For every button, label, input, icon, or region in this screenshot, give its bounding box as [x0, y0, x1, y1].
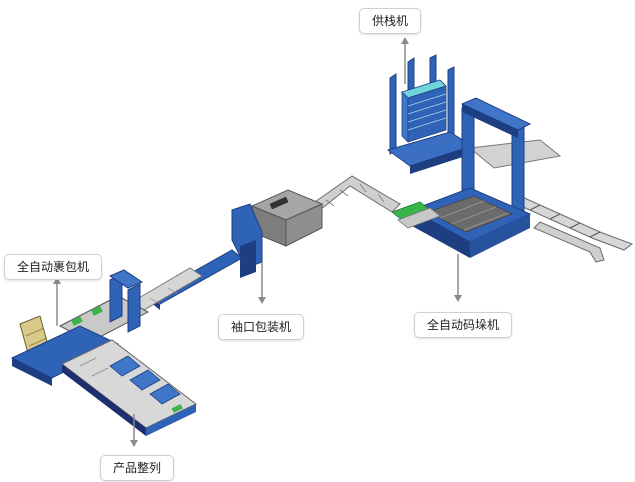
label-sleeve-packer: 袖口包装机: [218, 314, 305, 340]
wrapper-conveyor: [131, 267, 203, 311]
label-auto-wrapper: 全自动裹包机: [4, 254, 103, 280]
label-pallet-supply: 供栈机: [359, 8, 422, 34]
callout-arrows: [53, 37, 462, 447]
transfer-conveyor: [311, 175, 401, 213]
label-product-sorting: 产品整列: [100, 455, 175, 481]
label-auto-palletizer: 全自动码垛机: [414, 312, 513, 338]
auto-wrapping-machine: [10, 269, 150, 386]
palletizer-machine: [391, 97, 634, 263]
product-sorting-conveyor: [61, 339, 197, 436]
pallet-supply-machine: [386, 54, 474, 174]
sleeve-packing-machine: [149, 189, 324, 310]
